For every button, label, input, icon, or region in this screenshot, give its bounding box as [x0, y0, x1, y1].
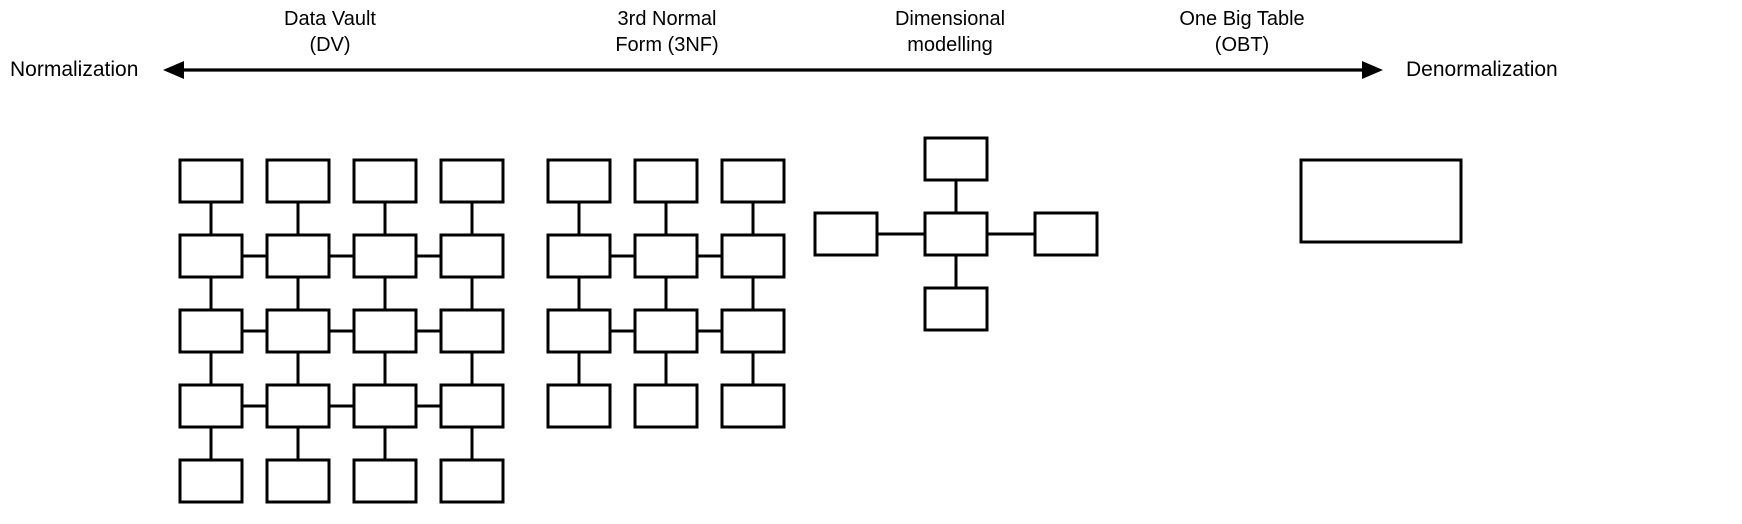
table-node — [178, 458, 244, 504]
category-heading-one-big-table: One Big Table (OBT) — [1179, 8, 1305, 56]
table-node — [720, 233, 786, 279]
arrow-head-right-icon — [1362, 61, 1383, 79]
axis-label-denormalization: Denormalization — [1406, 58, 1558, 81]
table-node — [178, 158, 244, 204]
axis-label-normalization: Normalization — [10, 58, 139, 81]
category-heading-dimensional-modelling: Dimensional modelling — [894, 8, 1006, 56]
table-node — [633, 383, 699, 429]
arrow-head-left-icon — [163, 61, 184, 79]
table-node — [352, 383, 418, 429]
table-node — [265, 233, 331, 279]
table-node — [352, 308, 418, 354]
dimension-node-bottom — [923, 286, 989, 332]
table-node — [546, 233, 612, 279]
cluster-third-normal-form — [546, 158, 786, 429]
table-node — [546, 308, 612, 354]
table-node — [439, 233, 505, 279]
table-node — [178, 233, 244, 279]
table-node — [352, 458, 418, 504]
table-node — [720, 383, 786, 429]
table-node — [633, 158, 699, 204]
dimension-node-right — [1033, 211, 1099, 257]
dimension-node-top — [923, 136, 989, 182]
category-heading-data-vault: Data Vault (DV) — [284, 8, 376, 56]
table-node — [265, 308, 331, 354]
table-node — [439, 458, 505, 504]
table-node — [720, 158, 786, 204]
fact-node-center — [923, 211, 989, 257]
table-node — [265, 383, 331, 429]
table-node — [546, 158, 612, 204]
dimension-node-left — [813, 211, 879, 257]
table-node — [352, 233, 418, 279]
table-node — [633, 308, 699, 354]
table-node — [439, 158, 505, 204]
table-node — [178, 308, 244, 354]
table-node — [178, 383, 244, 429]
table-node — [439, 383, 505, 429]
cluster-data-vault — [178, 158, 505, 504]
table-node — [265, 458, 331, 504]
one-big-table-node — [1299, 158, 1463, 244]
cluster-one-big-table — [1299, 158, 1463, 244]
table-node — [265, 158, 331, 204]
table-node — [546, 383, 612, 429]
category-heading-third-normal-form: 3rd Normal Form (3NF) — [615, 8, 719, 56]
cluster-dimensional-modelling — [813, 136, 1099, 332]
table-node — [633, 233, 699, 279]
table-node — [352, 158, 418, 204]
table-node — [720, 308, 786, 354]
table-node — [439, 308, 505, 354]
